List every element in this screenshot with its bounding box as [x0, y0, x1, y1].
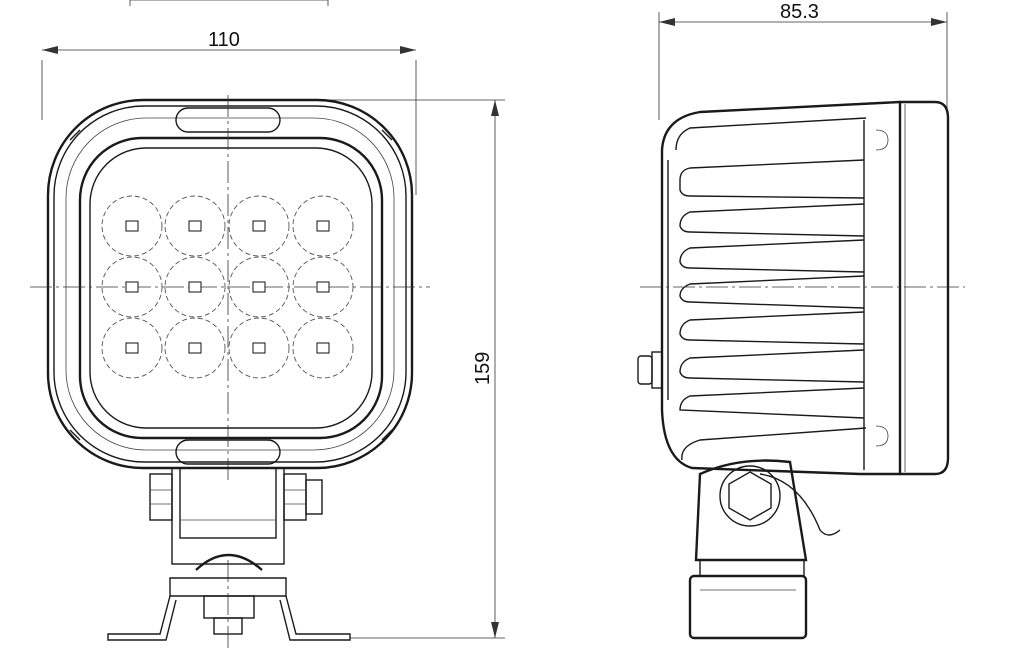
- height-dimension: 159: [315, 99, 505, 639]
- depth-dimension: 85.3: [658, 1, 948, 120]
- side-housing: [660, 100, 901, 476]
- width-label: 110: [208, 29, 240, 51]
- side-bezel: [898, 100, 950, 476]
- side-connector: [637, 351, 663, 389]
- led-array: [101, 195, 354, 379]
- front-mount-bracket: [107, 467, 351, 648]
- depth-label: 85.3: [780, 1, 819, 23]
- front-view: 110 159: [30, 0, 505, 648]
- width-dimension: 110: [41, 29, 417, 195]
- side-view: 85.3: [637, 1, 965, 640]
- side-mount-bracket: [688, 459, 841, 640]
- height-label: 159: [472, 352, 494, 385]
- cooling-fins: [675, 117, 889, 470]
- lens: [78, 136, 384, 440]
